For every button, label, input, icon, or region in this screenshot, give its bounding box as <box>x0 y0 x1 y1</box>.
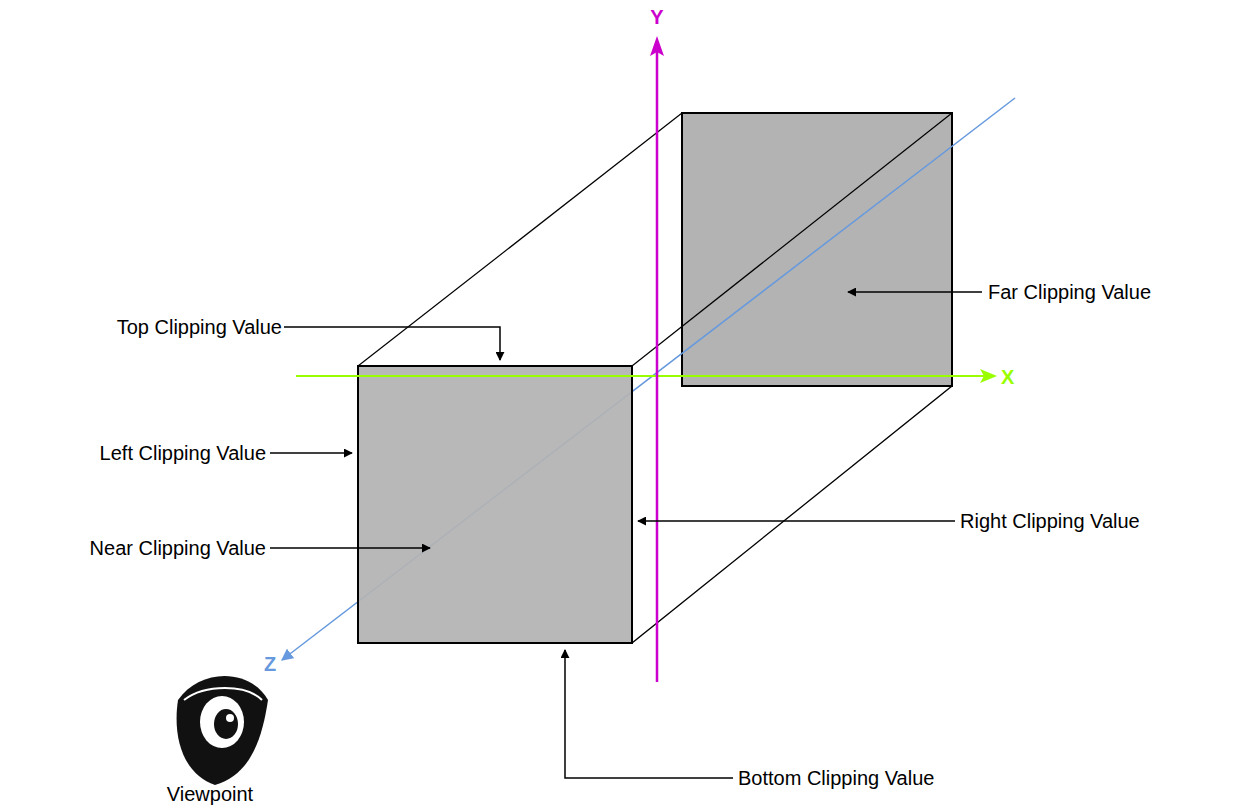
z-axis <box>282 98 1015 660</box>
axis-label: Z <box>264 653 276 675</box>
callout-label: Near Clipping Value <box>90 537 266 559</box>
callout-label: Far Clipping Value <box>988 281 1151 303</box>
leader-lines <box>270 292 982 778</box>
callout-label: Top Clipping Value <box>117 316 282 338</box>
x-axis <box>296 375 995 377</box>
callout-label: Right Clipping Value <box>960 510 1140 532</box>
y-axis <box>656 50 659 682</box>
callout-label: Bottom Clipping Value <box>738 767 934 789</box>
near-plane <box>358 366 632 643</box>
viewpoint-eye <box>177 676 268 785</box>
axis-label: Y <box>650 6 663 28</box>
volume-edges <box>358 113 952 643</box>
callout-label: Left Clipping Value <box>100 442 266 464</box>
x-axis-head <box>980 369 997 383</box>
y-axis-head <box>650 36 664 56</box>
caption-label: Viewpoint <box>167 783 253 805</box>
axis-label: X <box>1001 366 1014 388</box>
